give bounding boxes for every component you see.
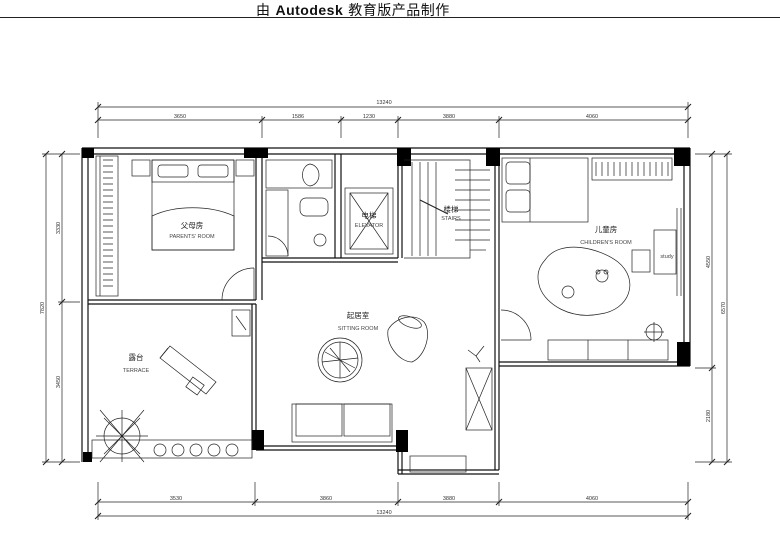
elevator-label: 电梯 <box>362 210 377 220</box>
terrace-label-en: TERRACE <box>123 368 150 374</box>
banner-divider <box>0 17 780 18</box>
right-dimensions: 4550 2180 6570 <box>695 150 732 466</box>
watermark-prefix: 由 <box>256 3 271 19</box>
dim-top-total: 13240 <box>376 100 391 106</box>
watermark-suffix: 教育版产品制作 <box>348 3 450 19</box>
dim-bottom-seg-3: 3880 <box>443 496 455 502</box>
sitting-shelf <box>465 367 493 431</box>
dim-left-total: 7820 <box>40 302 46 314</box>
parents-room-label: 父母房 <box>181 220 204 230</box>
walls <box>81 147 691 475</box>
dim-top-seg-3: 1230 <box>363 114 375 120</box>
dim-bottom-seg-1: 3530 <box>170 496 182 502</box>
sitting-round-table <box>317 337 363 383</box>
sitting-armchair <box>387 315 428 363</box>
dim-top-seg-4: 3880 <box>443 114 455 120</box>
left-dimensions: 7820 3330 3450 <box>40 150 80 466</box>
sitting-sofa <box>291 403 393 443</box>
dim-bottom-seg-2: 3860 <box>320 496 332 502</box>
children-play-rug <box>537 246 631 316</box>
stairs <box>404 159 490 259</box>
sitting-entry-door <box>409 455 467 473</box>
dim-left-seg-2: 3450 <box>56 376 62 388</box>
children-bench <box>547 339 669 361</box>
terrace-door <box>231 309 251 337</box>
columns <box>82 148 690 462</box>
dim-right-total: 6570 <box>721 302 727 314</box>
dim-top-seg-5: 4060 <box>586 114 598 120</box>
dim-right-seg-1: 4550 <box>706 256 712 268</box>
sitting-room-label-en: SITTING ROOM <box>338 326 379 332</box>
watermark-text: 由 Autodesk 教育版产品制作 <box>256 0 450 20</box>
children-wardrobe <box>591 157 673 181</box>
children-room-label: 儿童房 <box>595 224 618 234</box>
dim-top-seg-2: 1586 <box>292 114 304 120</box>
bathroom-fixtures <box>265 159 333 257</box>
parents-door <box>221 267 255 301</box>
elevator-label-en: ELEVATOR <box>355 223 383 229</box>
sitting-room-label: 起居室 <box>347 310 370 320</box>
terrace-tree <box>96 409 148 463</box>
children-door <box>500 309 532 341</box>
terrace-planter <box>91 439 253 459</box>
terrace-lounger <box>159 345 217 396</box>
dim-top-seg-1: 3650 <box>174 114 186 120</box>
elevator-shaft <box>344 187 394 255</box>
parents-room-label-en: PARENTS' ROOM <box>169 234 215 240</box>
children-bed <box>501 157 589 223</box>
bottom-dimensions: 3530 3860 3880 4060 13240 <box>94 482 692 520</box>
watermark-brand: Autodesk <box>275 2 344 18</box>
top-dimensions: 13240 3650 1586 1230 3880 4060 <box>94 100 692 138</box>
terrace-label: 露台 <box>129 352 144 362</box>
stairs-label-en: STAIRS <box>441 216 461 222</box>
watermark-banner: 由 Autodesk 教育版产品制作 <box>0 0 780 22</box>
study-desk <box>631 229 677 275</box>
dim-left-seg-1: 3330 <box>56 222 62 234</box>
parents-wardrobe <box>95 155 119 297</box>
dim-right-seg-2: 2180 <box>706 410 712 422</box>
study-label: study <box>660 254 673 260</box>
parents-bed <box>131 159 255 251</box>
children-lamp <box>644 322 664 342</box>
dim-bottom-seg-4: 4060 <box>586 496 598 502</box>
stairs-label: 楼梯 <box>444 204 459 214</box>
window-marks <box>138 299 470 471</box>
sitting-plant <box>467 345 485 363</box>
dim-bottom-total: 13240 <box>376 510 391 516</box>
children-room-label-en: CHILDREN'S ROOM <box>580 240 632 246</box>
children-window <box>676 208 682 296</box>
